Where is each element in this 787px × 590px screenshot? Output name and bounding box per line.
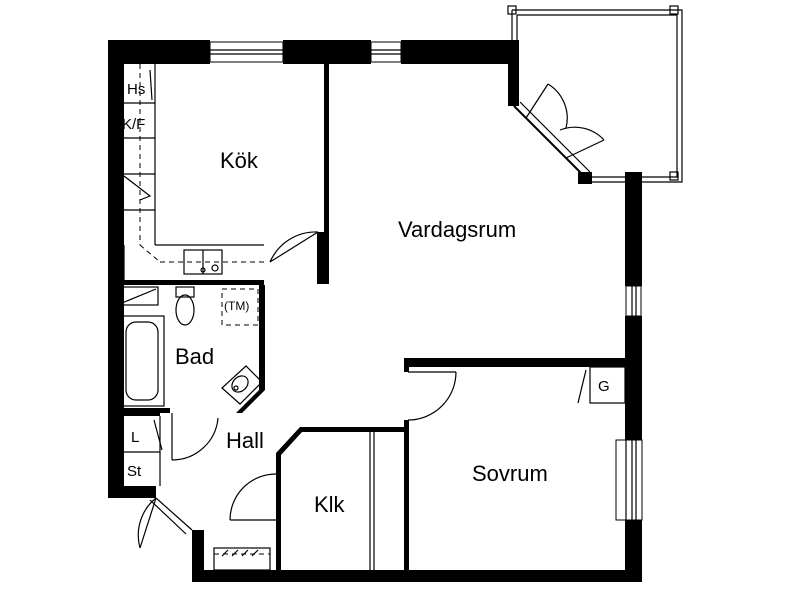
interior-walls xyxy=(120,64,642,570)
fixture-label-kf: K/F xyxy=(122,116,145,133)
entrance-door xyxy=(137,497,193,549)
shoe-rack xyxy=(213,547,271,571)
fixture-label-tm: (TM) xyxy=(224,299,249,313)
exterior-walls xyxy=(108,40,642,582)
room-label-vardagsrum: Vardagsrum xyxy=(398,217,516,242)
room-label-kok: Kök xyxy=(220,148,259,173)
kitchen-fixtures xyxy=(123,64,264,280)
fixture-label-l: L xyxy=(131,429,139,446)
room-label-sovrum: Sovrum xyxy=(472,461,548,486)
hall-storage xyxy=(124,416,163,486)
fixture-label-st: St xyxy=(127,463,142,480)
fixture-label-hs: Hs xyxy=(127,81,145,98)
closet-door xyxy=(229,473,277,521)
bathroom-fixtures xyxy=(119,286,263,407)
room-label-bad: Bad xyxy=(175,344,214,369)
balcony xyxy=(507,5,683,183)
kitchen-door xyxy=(269,231,319,263)
fixture-label-g: G xyxy=(598,378,610,395)
wardrobe-g xyxy=(577,366,626,404)
closet-partition xyxy=(369,432,375,570)
right-windows xyxy=(615,285,643,521)
room-label-hall: Hall xyxy=(226,428,264,453)
bath-door xyxy=(171,413,219,461)
room-label-klk: Klk xyxy=(314,492,346,517)
top-windows xyxy=(209,41,402,63)
bedroom-door xyxy=(407,371,457,421)
